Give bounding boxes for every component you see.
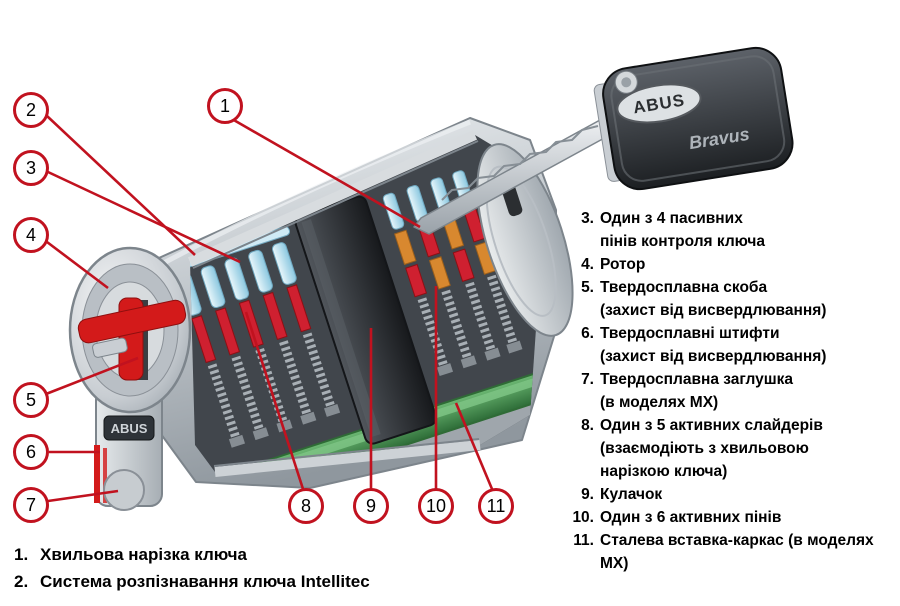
legend-text: Твердосплавна заглушка (в моделях MX) <box>600 371 794 411</box>
cylinder-front: ABUS <box>68 246 192 511</box>
legend-number: 8. <box>581 417 594 434</box>
callout-number: 9 <box>365 495 376 516</box>
leader-lines <box>45 115 494 503</box>
legend-text: Твердосплавна скоба (захист від висвердл… <box>600 279 827 319</box>
legend-item-8: 8. Один з 5 активних слайдерів (взаємодію… <box>564 414 900 483</box>
legend-right: 3. Один з 4 пасивних пінів контроля ключа… <box>564 207 900 575</box>
callout-number: 8 <box>300 495 311 516</box>
legend-number: 5. <box>581 279 594 296</box>
callout-number: 4 <box>25 224 36 245</box>
legend-text: Один з 5 активних слайдерів (взаємодіють… <box>600 417 823 480</box>
legend-item-6: 6. Твердосплавні штифти (захист від висве… <box>564 322 900 368</box>
legend-number: 10. <box>572 509 594 526</box>
legend-item-11: 11. Сталева вставка-каркас (в моделях MX) <box>564 529 900 575</box>
callout-3: 3 <box>13 150 49 186</box>
legend-number: 2. <box>14 572 29 591</box>
callout-number: 1 <box>219 95 230 116</box>
callout-number: 7 <box>25 494 36 515</box>
legend-number: 1. <box>14 545 29 564</box>
legend-text: Кулачок <box>600 486 663 503</box>
abus-body-plate: ABUS <box>103 415 155 441</box>
legend-text: Сталева вставка-каркас (в моделях MX) <box>600 532 874 572</box>
legend-item-9: 9. Кулачок <box>564 483 900 506</box>
body-brand-text: ABUS <box>111 421 148 436</box>
hardened-pin-marker <box>94 445 100 503</box>
callout-8: 8 <box>288 488 324 524</box>
hardened-plug <box>103 469 145 511</box>
key-head: ABUS Bravus <box>593 46 794 191</box>
legend-text: Твердосплавні штифти (захист від висверд… <box>600 325 827 365</box>
legend-item-1: 1. Хвильова нарізка ключа <box>14 541 484 568</box>
leader-3 <box>47 170 241 264</box>
callout-5: 5 <box>13 382 49 418</box>
legend-number: 11. <box>573 532 594 549</box>
legend-item-5: 5. Твердосплавна скоба (захист від висвер… <box>564 276 900 322</box>
legend-item-3: 3. Один з 4 пасивних пінів контроля ключа <box>564 207 900 253</box>
abus-badge: ABUS <box>616 83 702 124</box>
legend-item-2: 2. Система розпізнавання ключа Intellitec <box>14 568 484 595</box>
legend-text: Один з 4 пасивних пінів контроля ключа <box>600 210 765 250</box>
legend-number: 6. <box>581 325 594 342</box>
leader-8 <box>244 311 305 490</box>
legend-item-7: 7. Твердосплавна заглушка (в моделях MX) <box>564 368 900 414</box>
callout-1: 1 <box>207 88 243 124</box>
leader-4 <box>46 240 109 290</box>
leader-11 <box>454 402 494 490</box>
callout-number: 2 <box>25 99 36 120</box>
legend-text: Хвильова нарізка ключа <box>40 545 247 564</box>
cam <box>294 195 438 445</box>
front-face <box>68 246 192 414</box>
legend-number: 7. <box>581 371 594 388</box>
key-wave-cut <box>441 125 599 201</box>
legend-text: Система розпізнавання ключа Intellitec <box>40 572 370 591</box>
callout-number: 5 <box>25 389 36 410</box>
callout-6: 6 <box>13 434 49 470</box>
leader-2 <box>46 115 196 256</box>
leader-5 <box>45 356 139 396</box>
callout-number: 10 <box>425 495 447 516</box>
legend-item-4: 4. Ротор <box>564 253 900 276</box>
leader-7 <box>47 489 119 503</box>
key-profile-red-bar <box>77 299 187 344</box>
leader-1 <box>231 117 421 229</box>
callout-number: 11 <box>486 495 506 516</box>
callout-11: 11 <box>478 488 514 524</box>
callout-7: 7 <box>13 487 49 523</box>
legend-number: 9. <box>581 486 594 503</box>
hardened-pin-marker <box>103 448 107 503</box>
callout-number: 3 <box>25 157 36 178</box>
legend-text: Один з 6 активних пінів <box>600 509 782 526</box>
legend-text: Ротор <box>600 256 646 273</box>
hardened-clip <box>92 337 128 358</box>
callout-4: 4 <box>13 217 49 253</box>
callout-9: 9 <box>353 488 389 524</box>
callout-number: 6 <box>25 441 36 462</box>
legend-item-10: 10. Один з 6 активних пінів <box>564 506 900 529</box>
legend-bottom: 1. Хвильова нарізка ключа 2. Система розпі… <box>14 541 484 595</box>
callout-2: 2 <box>13 92 49 128</box>
legend-number: 4. <box>581 256 594 273</box>
callout-10: 10 <box>418 488 454 524</box>
legend-number: 3. <box>581 210 594 227</box>
